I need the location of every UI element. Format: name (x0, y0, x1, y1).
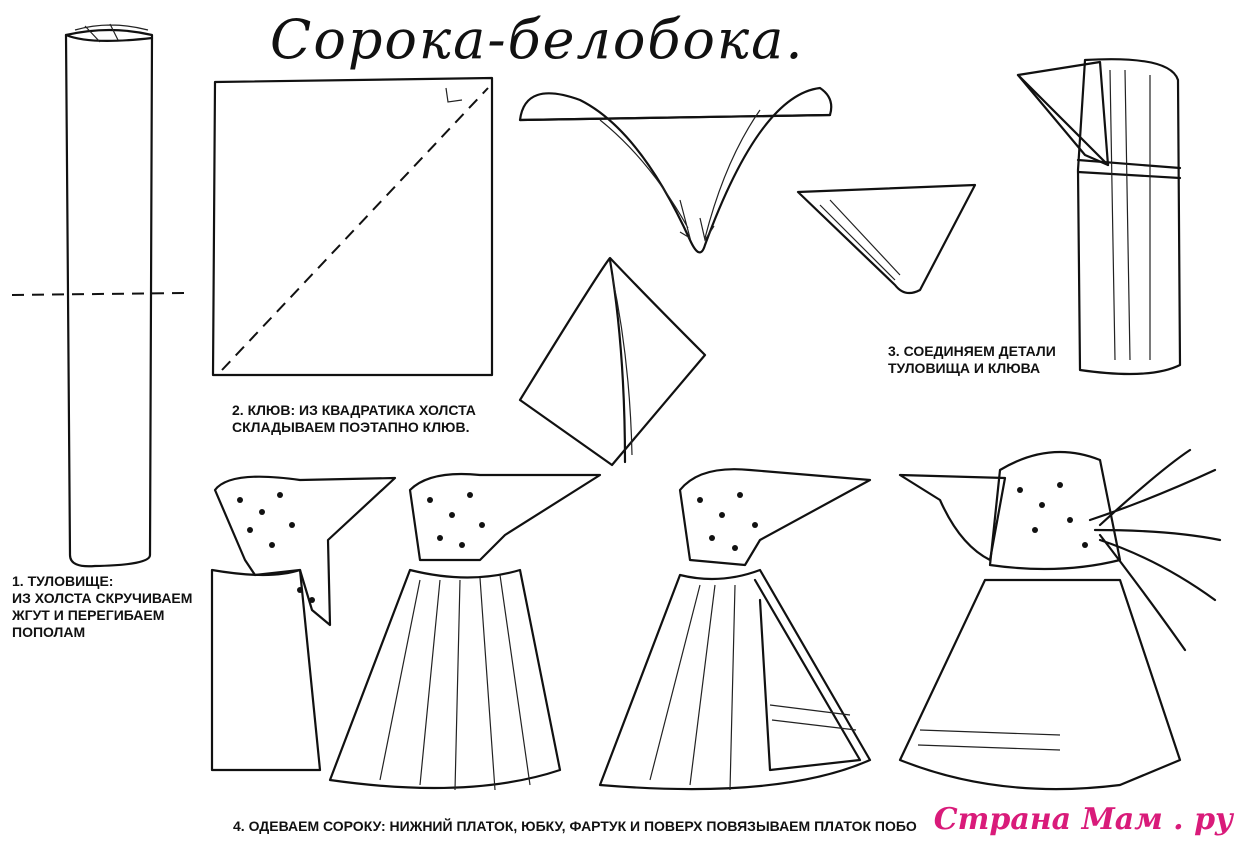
dressed-doll-2 (328, 472, 602, 791)
caption-step-2-line: СКЛАДЫВАЕМ ПОЭТАПНО КЛЮВ. (232, 419, 470, 435)
caption-step-3-line: 3. СОЕДИНЯЕМ ДЕТАЛИ (888, 343, 1056, 359)
caption-step-3-line: ТУЛОВИЩА И КЛЮВА (888, 360, 1041, 376)
diagram-title: Сорока-белобока. (270, 8, 805, 71)
dressed-doll-1 (210, 475, 397, 772)
caption-step-1: 1. ТУЛОВИЩЕ: ИЗ ХОЛСТА СКРУЧИВАЕМ ЖГУТ И… (12, 573, 192, 641)
caption-step-1-line: ИЗ ХОЛСТА СКРУЧИВАЕМ (12, 590, 193, 606)
body-with-beak-drawing (1016, 58, 1182, 376)
caption-step-2: 2. КЛЮВ: ИЗ КВАДРАТИКА ХОЛСТА СКЛАДЫВАЕМ… (232, 402, 476, 436)
caption-step-2-line: 2. КЛЮВ: ИЗ КВАДРАТИКА ХОЛСТА (232, 402, 476, 418)
dressed-doll-3 (598, 468, 872, 791)
caption-step-1-line: ЖГУТ И ПЕРЕГИБАЕМ (12, 607, 165, 623)
caption-step-4: 4. ОДЕВАЕМ СОРОКУ: НИЖНИЙ ПЛАТОК, ЮБКУ, … (233, 818, 917, 834)
caption-step-1-line: ПОПОЛАМ (12, 624, 86, 640)
beak-fold-steps (518, 86, 977, 467)
dressed-doll-4 (898, 448, 1222, 791)
body-roll-drawing (11, 23, 186, 568)
caption-step-1-line: 1. ТУЛОВИЩЕ: (12, 573, 114, 589)
square-fold-drawing (211, 76, 494, 377)
watermark-logo: Страна Мам . ру (933, 802, 1233, 837)
caption-step-3: 3. СОЕДИНЯЕМ ДЕТАЛИ ТУЛОВИЩА И КЛЮВА (888, 343, 1056, 377)
